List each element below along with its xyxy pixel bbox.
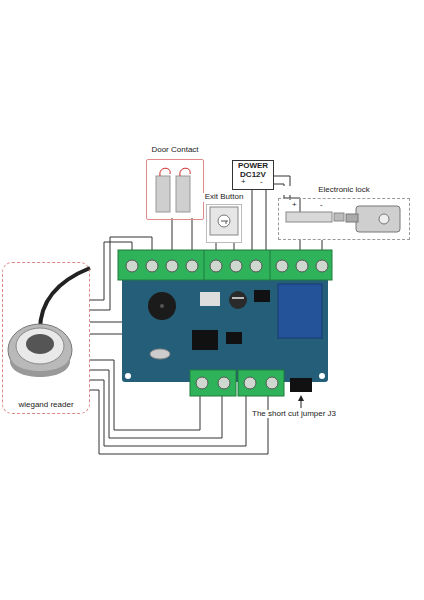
device-box: wiegand reader [2, 262, 90, 414]
device-name: Door Contact [140, 146, 210, 155]
polarity-sign: + [241, 178, 246, 186]
polarity-sign: - [260, 178, 263, 186]
power-box: POWER DC12V [232, 160, 274, 190]
device-frame [278, 198, 410, 240]
polarity-sign: + [292, 201, 297, 209]
exit-button-picture [210, 207, 238, 235]
device-frame [2, 262, 90, 414]
device-frame [206, 204, 242, 243]
door-contact-picture [156, 168, 190, 212]
device-name: Electronic lock [278, 186, 410, 195]
polarity-sign: - [320, 201, 323, 209]
device-box: Exit Button [198, 193, 250, 243]
reader-picture [8, 268, 90, 377]
lock-picture [286, 206, 400, 232]
device-box: Door Contact [140, 146, 210, 220]
device-frame [146, 159, 204, 220]
callout-label: The short cut jumper J3 [252, 410, 336, 418]
jumper-leader [298, 395, 304, 408]
power-label: POWER DC12V [233, 161, 273, 180]
device-box: Electronic lock [278, 186, 410, 240]
controller-board [118, 250, 332, 396]
device-name: wiegand reader [2, 401, 90, 410]
device-name: Exit Button [198, 193, 250, 202]
